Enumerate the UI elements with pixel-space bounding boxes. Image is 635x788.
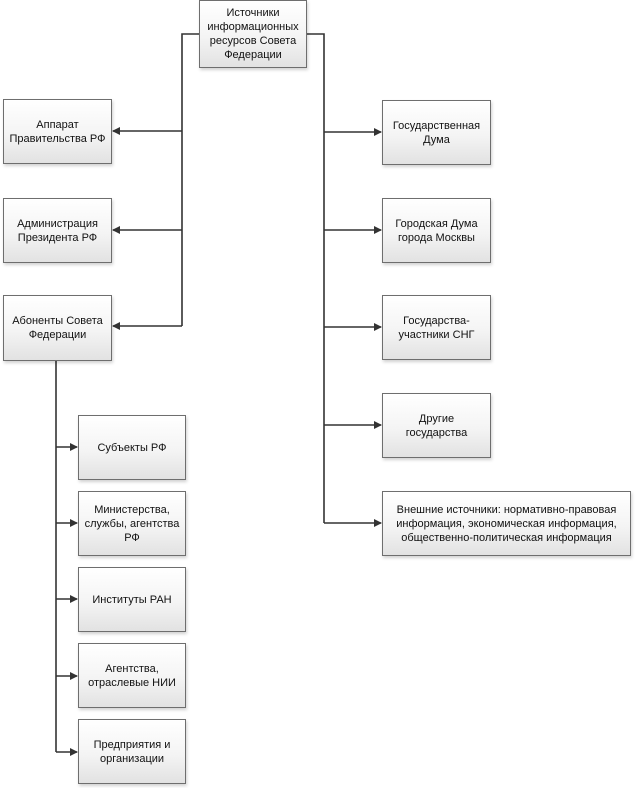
node-ras-institutes: Институты РАН xyxy=(78,567,186,632)
node-external-sources: Внешние источники: нормативно-правовая и… xyxy=(382,491,631,556)
connector-root-right-trunk xyxy=(307,33,325,523)
node-label: Субъекты РФ xyxy=(97,441,167,454)
node-state-duma: Государственная Дума xyxy=(382,100,491,165)
node-label: Министерства, службы, агентства РФ xyxy=(84,503,180,544)
node-label: Абоненты Совета Федерации xyxy=(12,315,103,341)
connector-root-left-trunk xyxy=(181,33,199,326)
node-root-sources: Источники информационных ресурсов Совета… xyxy=(199,0,307,68)
node-agencies-research: Агентства, отраслевые НИИ xyxy=(78,643,186,708)
node-cis-states: Государства- участники СНГ xyxy=(382,295,491,360)
node-presidential-administration: Администрация Президента РФ xyxy=(3,198,112,263)
node-label: Государства- участники СНГ xyxy=(398,314,475,341)
node-label: Городская Дума города Москвы xyxy=(395,217,478,244)
node-label: Аппарат Правительства РФ xyxy=(9,118,106,145)
node-label: Администрация Президента РФ xyxy=(17,217,98,244)
node-moscow-city-duma: Городская Дума города Москвы xyxy=(382,198,491,263)
node-label: Агентства, отраслевые НИИ xyxy=(88,662,176,689)
node-government-apparatus: Аппарат Правительства РФ xyxy=(3,99,112,164)
node-label: Другие государства xyxy=(405,412,468,439)
node-label: Предприятия и организации xyxy=(93,738,171,765)
node-ministries-services: Министерства, службы, агентства РФ xyxy=(78,491,186,556)
node-federal-subjects: Субъекты РФ xyxy=(78,415,186,480)
node-label: Внешние источники: нормативно-правовая и… xyxy=(396,503,617,544)
node-council-subscribers: Абоненты Совета Федерации xyxy=(3,295,112,361)
node-label: Государственная Дума xyxy=(392,119,481,146)
node-enterprises: Предприятия и организации xyxy=(78,719,186,784)
node-other-states: Другие государства xyxy=(382,393,491,458)
node-label: Институты РАН xyxy=(92,593,172,606)
node-root-label: Источники информационных ресурсов Совета… xyxy=(207,7,299,61)
